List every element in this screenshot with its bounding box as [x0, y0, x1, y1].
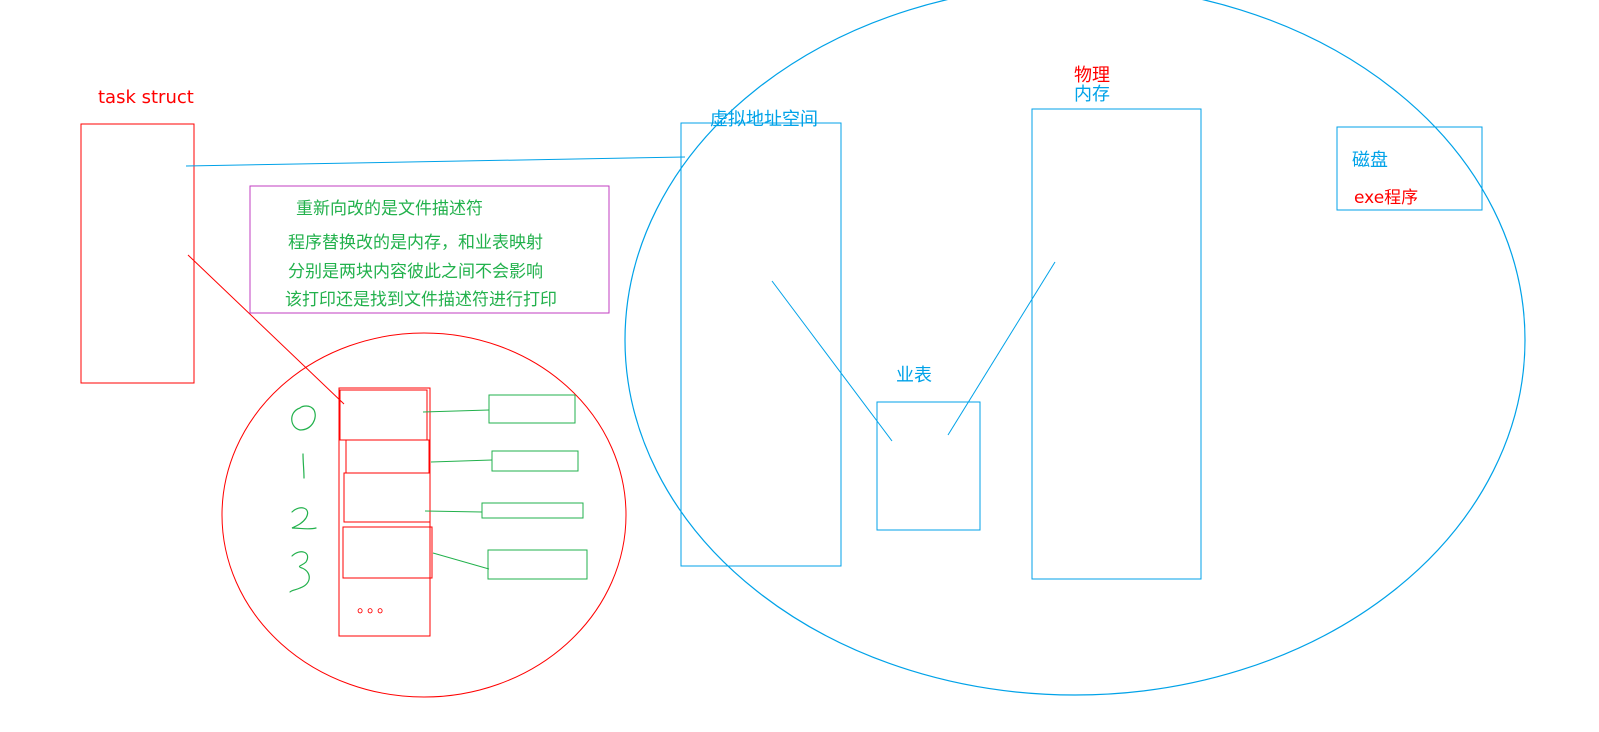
note-line-1: 重新向改的是文件描述符 [296, 199, 483, 219]
task-to-vas-line [185, 156, 686, 167]
fd-slot-0 [339, 389, 428, 441]
fd-slot-2 [343, 472, 431, 523]
note-box [249, 185, 610, 314]
exe-program-label: exe程序 [1354, 188, 1419, 208]
page-table-box [876, 401, 981, 531]
note-line-3: 分别是两块内容彼此之间不会影响 [288, 262, 543, 282]
disk-label: 磁盘 [1352, 150, 1388, 171]
fd-table-ellipsis: 。。。 [357, 597, 396, 616]
task-to-fd-line [187, 254, 345, 405]
virtual-address-space-box [680, 122, 842, 567]
physical-memory-label-line2: 内存 [1074, 84, 1110, 105]
fd-link-1 [430, 459, 493, 463]
handwritten-zero [291, 405, 316, 431]
note-line-4: 该打印还是找到文件描述符进行打印 [285, 290, 557, 310]
disk-box [1336, 126, 1483, 211]
fd-slot-1 [345, 439, 430, 474]
process-ellipse [624, 0, 1526, 696]
fd-link-2 [424, 510, 483, 513]
task-struct-box [80, 123, 195, 384]
fd-table-circle [221, 332, 627, 698]
file-object-0 [488, 394, 576, 424]
handwritten-three [289, 551, 310, 593]
file-object-3 [487, 549, 588, 580]
note-line-2: 程序替换改的是内存，和业表映射 [288, 233, 543, 253]
fd-slot-3 [342, 526, 433, 579]
handwritten-fd-numbers [289, 405, 317, 593]
file-object-1 [491, 450, 579, 472]
vas-to-page-table-line [771, 280, 893, 442]
page-table-to-physical-line [947, 261, 1056, 436]
fd-link-0 [422, 409, 490, 413]
physical-memory-label-line1: 物理 [1074, 65, 1110, 86]
fd-link-3 [432, 552, 490, 570]
file-object-2 [481, 502, 584, 519]
task-struct-label: task struct [98, 87, 194, 108]
page-table-label: 业表 [896, 365, 932, 386]
handwritten-two [291, 507, 317, 530]
handwritten-one [302, 453, 305, 479]
virtual-address-space-label: 虚拟地址空间 [710, 109, 818, 130]
physical-memory-box [1031, 108, 1202, 580]
